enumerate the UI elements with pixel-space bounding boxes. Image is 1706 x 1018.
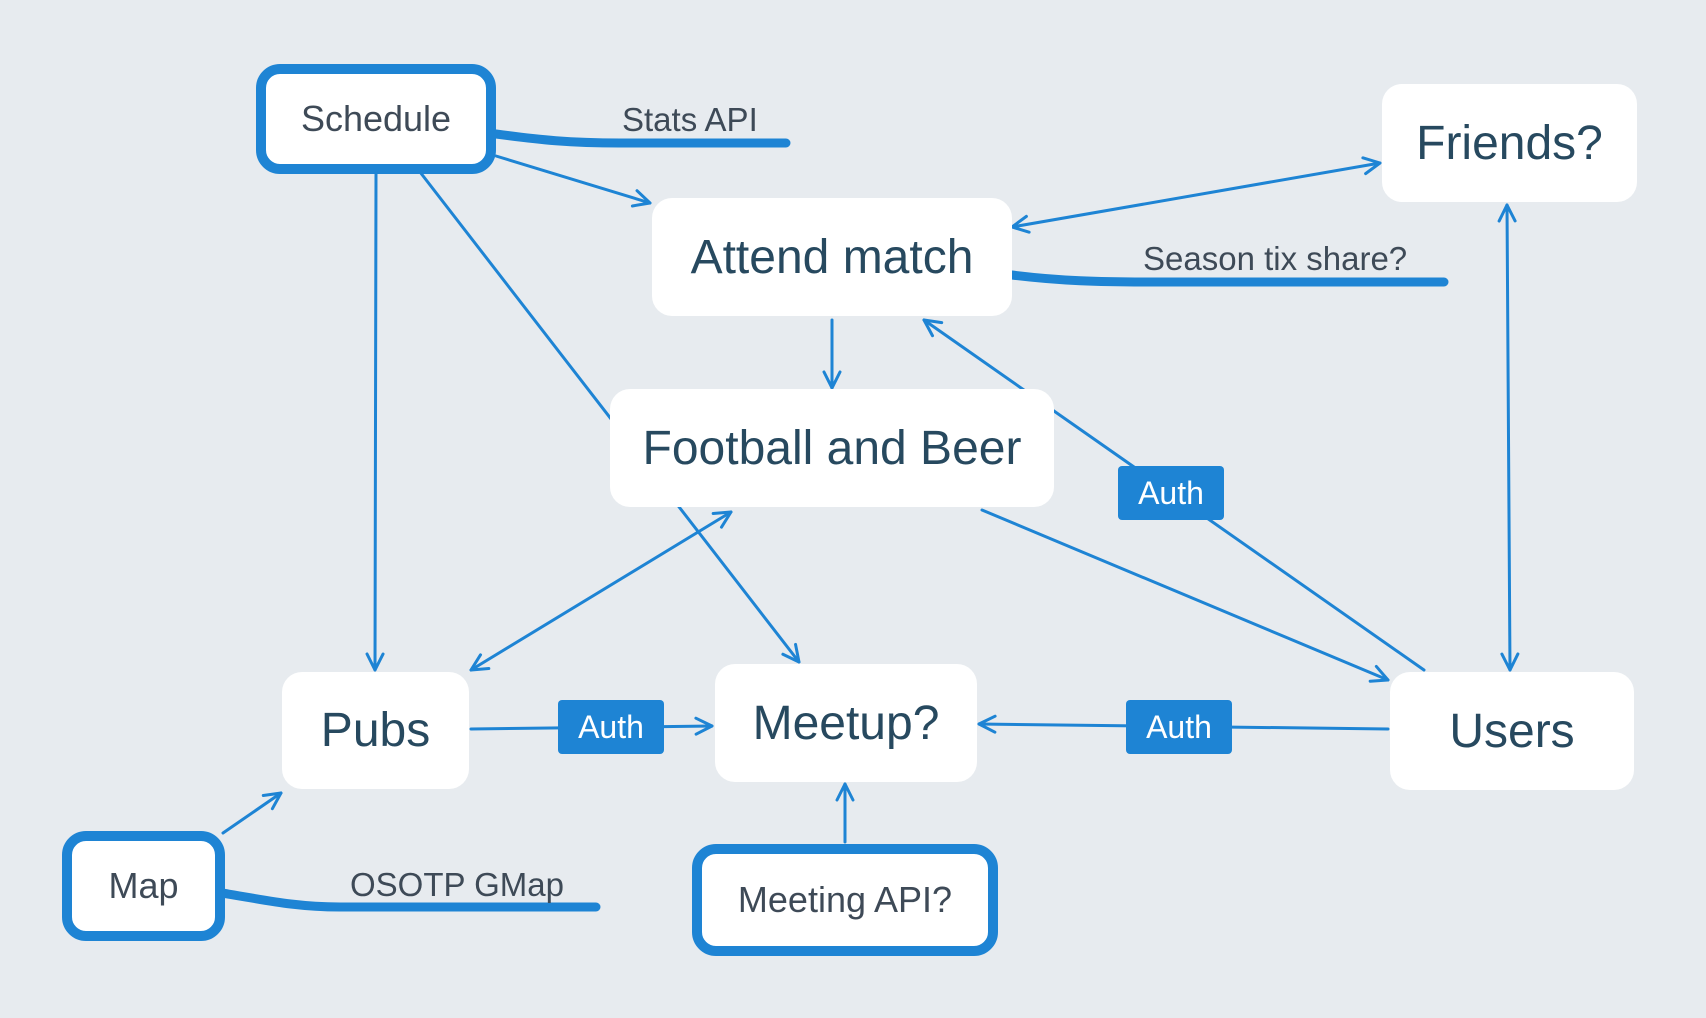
node-meetup[interactable]: Meetup? [715,664,977,782]
node-map[interactable]: Map [62,831,225,941]
auth-badge-users-meetup: Auth [1126,700,1232,754]
annotation-line-season-tix [1007,270,1449,287]
annotation-season-tix-share: Season tix share? [1143,240,1407,277]
node-football-and-beer[interactable]: Football and Beer [610,389,1054,507]
auth-badge-pubs-meetup: Auth [558,700,664,754]
auth-badge-users-attend-match: Auth [1118,466,1224,520]
node-users[interactable]: Users [1390,672,1634,790]
node-schedule[interactable]: Schedule [256,64,496,174]
annotation-line-osotp-gmap [217,888,601,912]
node-friends[interactable]: Friends? [1382,84,1637,202]
edge-schedule-meetup [418,170,801,664]
node-attend-match[interactable]: Attend match [652,198,1012,316]
node-meeting-api[interactable]: Meeting API? [692,844,998,956]
node-pubs[interactable]: Pubs [282,672,469,789]
edge-friends-users [1497,203,1520,672]
edge-schedule-pubs [365,170,385,672]
edge-football-users [980,508,1390,683]
edge-schedule-attend-match [494,154,652,208]
annotation-osotp-gmap: OSOTP GMap [350,866,564,903]
annotation-line-stats-api [491,129,791,148]
edge-attend-friends [1010,156,1382,234]
edge-football-pubs [469,510,733,672]
edge-map-pubs [221,791,283,835]
annotation-stats-api: Stats API [622,101,758,138]
